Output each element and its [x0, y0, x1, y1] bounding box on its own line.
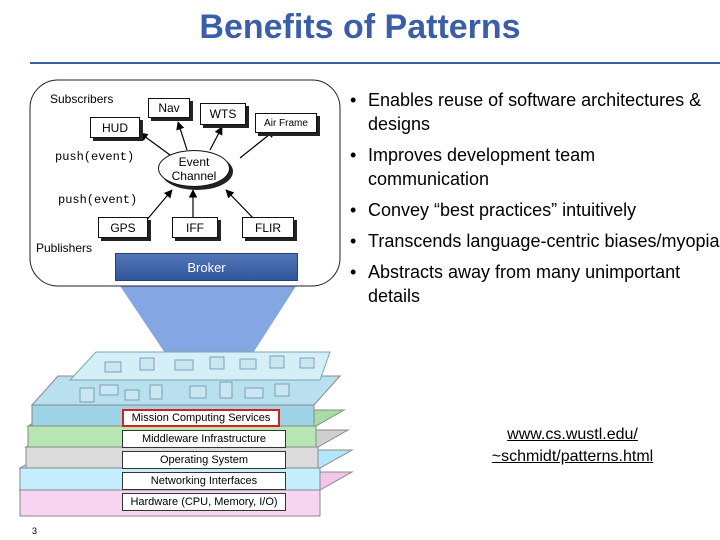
bullet-dot: •	[350, 262, 357, 282]
layer-label-os: Operating System	[122, 451, 286, 469]
bullet-dot: •	[350, 200, 357, 220]
benefits-list: • Enables reuse of software architectures…	[350, 88, 720, 315]
url-line-2[interactable]: ~schmidt/patterns.html	[491, 448, 654, 465]
bullet-dot: •	[350, 145, 357, 165]
bullet-item: • Transcends language-centric biases/myop…	[350, 229, 720, 253]
bullet-text: Enables reuse of software architectures …	[368, 90, 702, 134]
node-event-channel: Event Channel	[158, 150, 230, 187]
bullet-item: • Convey “best practices” intuitively	[350, 198, 720, 222]
node-wts: WTS	[200, 103, 246, 125]
layer-label-middleware: Middleware Infrastructure	[122, 430, 286, 448]
bullet-text: Convey “best practices” intuitively	[368, 200, 637, 220]
node-iff: IFF	[172, 217, 218, 238]
push-event-bottom-label: push(event)	[58, 193, 138, 207]
diagram-arrows	[139, 121, 276, 223]
layer-label-networking: Networking Interfaces	[122, 472, 286, 490]
node-hud: HUD	[90, 117, 140, 138]
bullet-dot: •	[350, 231, 357, 251]
bullet-text: Transcends language-centric biases/myopi…	[368, 231, 720, 251]
layer-component-grid	[68, 351, 331, 381]
subscribers-label: Subscribers	[50, 92, 114, 106]
page-number: 3	[32, 526, 38, 536]
patterns-url-link[interactable]: www.cs.wustl.edu/ ~schmidt/patterns.html	[465, 424, 680, 468]
layer-component-blocks	[79, 355, 315, 403]
layer-label-mission: Mission Computing Services	[122, 409, 280, 427]
layer-label-hardware: Hardware (CPU, Memory, I/O)	[122, 493, 286, 511]
slide-title: Benefits of Patterns	[199, 8, 521, 46]
url-line-1[interactable]: www.cs.wustl.edu/	[507, 426, 638, 443]
bullet-item: • Enables reuse of software architectures…	[350, 88, 720, 136]
bullet-text: Abstracts away from many unimportant det…	[368, 262, 681, 306]
node-nav: Nav	[148, 98, 190, 118]
broker-bar: Broker	[115, 253, 298, 281]
node-flir: FLIR	[242, 217, 294, 238]
bullet-dot: •	[350, 90, 357, 110]
bullet-text: Improves development team communication	[368, 145, 596, 189]
title-underline	[30, 62, 720, 64]
publishers-label: Publishers	[36, 241, 93, 255]
node-gps: GPS	[98, 217, 148, 238]
push-event-top-label: push(event)	[55, 150, 135, 164]
bullet-item: • Improves development team communication	[350, 143, 720, 191]
bullet-item: • Abstracts away from many unimportant de…	[350, 260, 720, 308]
node-air-frame: Air Frame	[255, 113, 317, 133]
